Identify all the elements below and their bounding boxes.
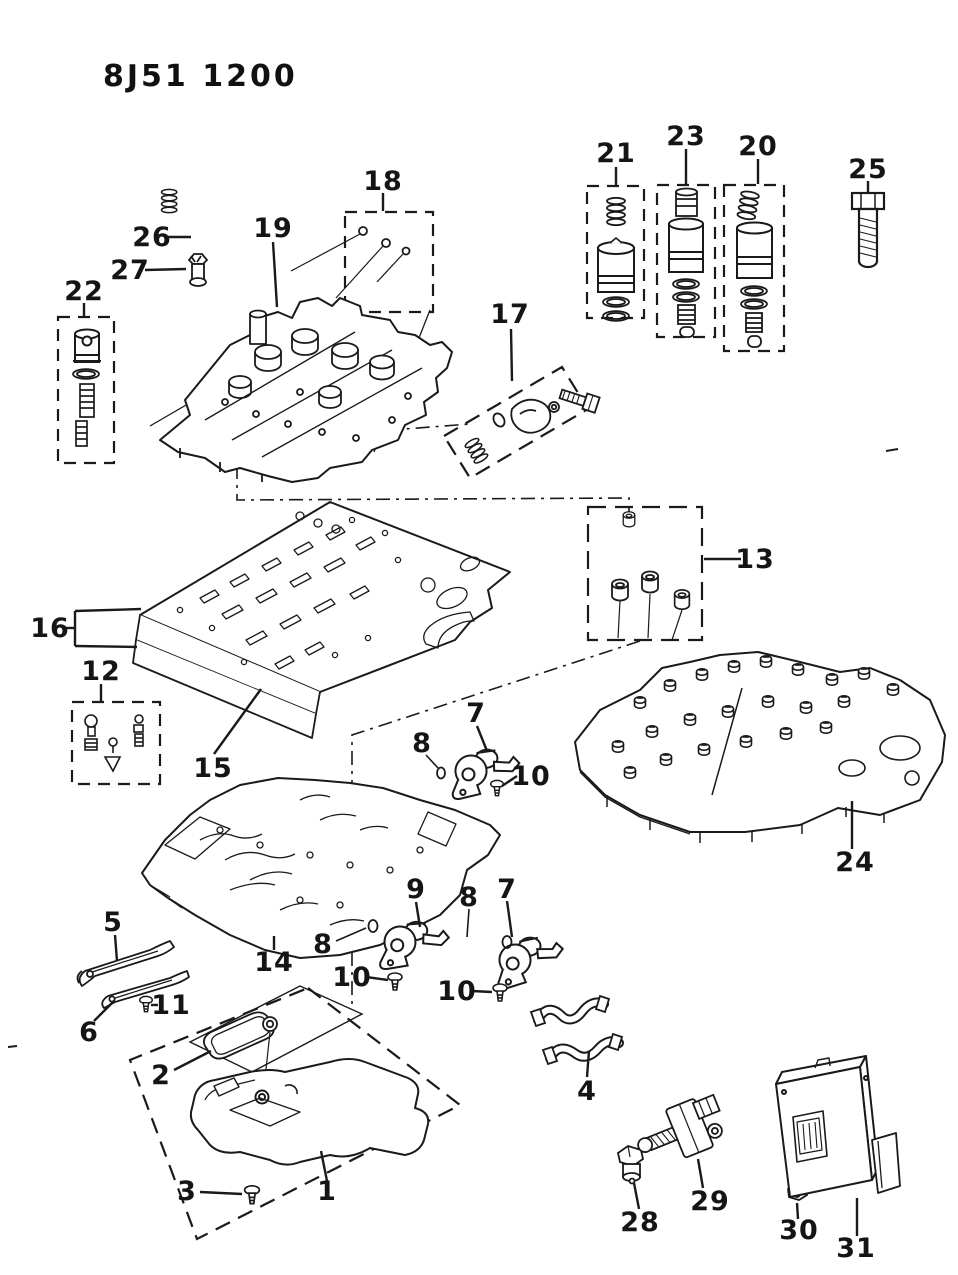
- screw-10-upper: [489, 779, 505, 797]
- filter-assembly-box: [128, 985, 463, 1241]
- drawing-number: 8J51 1200: [103, 59, 298, 94]
- callout-29: 29: [690, 1186, 730, 1217]
- callout-24: 24: [835, 847, 875, 878]
- callout-19: 19: [253, 213, 293, 244]
- callout-31: 31: [836, 1233, 876, 1264]
- filter-pan-1: [189, 1058, 430, 1166]
- valve-kit-23: [655, 183, 717, 339]
- cup-plug-box-13: [586, 505, 704, 642]
- callout-22: 22: [64, 276, 104, 307]
- bolt-25: [850, 191, 886, 269]
- callout-6: 6: [79, 1017, 99, 1048]
- gasket-2: [188, 985, 364, 1089]
- callout-17: 17: [490, 299, 530, 330]
- lower-valve-body-14: [141, 777, 501, 959]
- callout-8-mid: 8: [313, 929, 333, 960]
- spring-26: [160, 188, 178, 214]
- callout-27: 27: [110, 255, 150, 286]
- leader-lines: [82, 149, 870, 1236]
- plug-27: [187, 253, 209, 287]
- gasket-plate-stack: [132, 501, 511, 739]
- control-module-31: [775, 1055, 901, 1198]
- callout-18: 18: [363, 166, 403, 197]
- callout-8-lower: 8: [459, 882, 479, 913]
- callout-7-lower: 7: [497, 874, 517, 905]
- callout-26: 26: [132, 222, 172, 253]
- callout-10-mid: 10: [332, 962, 372, 993]
- callout-2: 2: [151, 1060, 171, 1091]
- callout-10-lower: 10: [437, 976, 477, 1007]
- valve-kit-21: [585, 184, 646, 322]
- callout-11: 11: [151, 990, 191, 1021]
- callout-3: 3: [177, 1176, 197, 1207]
- oring-8-upper: [436, 766, 446, 780]
- screw-10-lower: [492, 983, 508, 1002]
- callout-8-upper: 8: [412, 728, 432, 759]
- callout-28: 28: [620, 1207, 660, 1238]
- lever-5: [76, 940, 175, 987]
- oring-8-mid: [367, 919, 379, 933]
- valve-kit-20: [722, 183, 786, 353]
- callout-25: 25: [848, 154, 888, 185]
- sensor-28: [616, 1145, 645, 1185]
- callout-4: 4: [577, 1076, 597, 1107]
- callout-10-upper: 10: [511, 761, 551, 792]
- oring-8-lower: [501, 935, 513, 949]
- accumulator-kit-22: [56, 315, 116, 465]
- callout-9: 9: [406, 874, 426, 905]
- callout-12: 12: [81, 656, 121, 687]
- callout-20: 20: [738, 131, 778, 162]
- callout-5: 5: [103, 907, 123, 938]
- callout-14: 14: [254, 947, 294, 978]
- callout-15: 15: [193, 753, 233, 784]
- callout-16: 16: [30, 613, 70, 644]
- valve-kit-17: [442, 365, 601, 480]
- label-16-bracket: [62, 607, 142, 649]
- small-parts-box-12: [70, 700, 162, 786]
- callout-23: 23: [666, 121, 706, 152]
- callout-13: 13: [735, 544, 775, 575]
- screw-10-mid: [387, 972, 403, 991]
- callout-30: 30: [779, 1215, 819, 1246]
- switch-29: [637, 1093, 723, 1159]
- hoses-4: [529, 994, 624, 1066]
- upper-valve-body: [159, 297, 453, 483]
- callout-7-upper: 7: [466, 698, 486, 729]
- callout-1: 1: [317, 1176, 337, 1207]
- check-ball-box-18: [290, 210, 435, 314]
- screw-3: [243, 1184, 261, 1205]
- valve-body-assembly-24: [574, 651, 946, 843]
- callout-21: 21: [596, 138, 636, 169]
